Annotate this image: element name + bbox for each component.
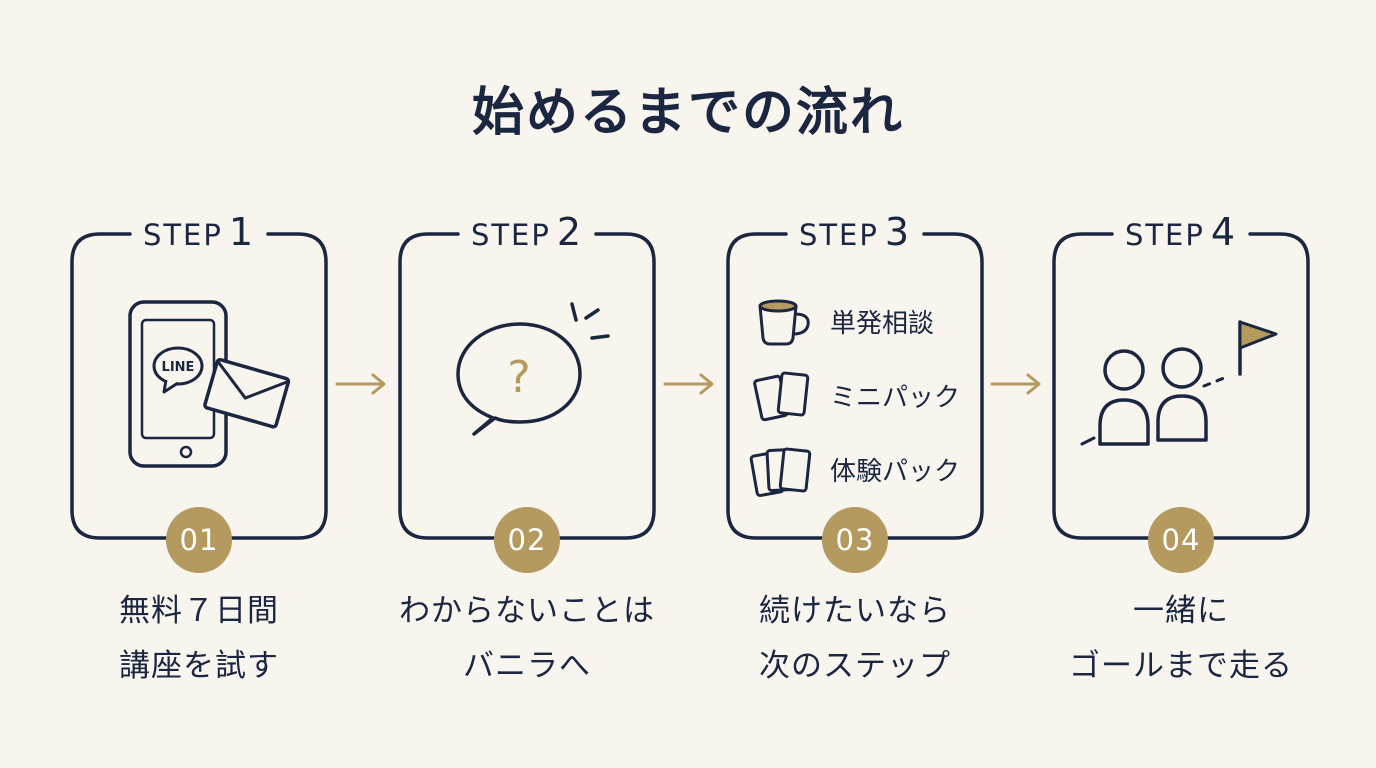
step-number-badge: 02 bbox=[494, 507, 560, 573]
step-frame bbox=[1052, 232, 1310, 540]
plan-option-list: 単発相談 ミニパック 体験パック bbox=[748, 292, 978, 514]
step-caption-2: わからないことは バニラへ bbox=[399, 593, 655, 684]
question-mark: ? bbox=[507, 352, 530, 403]
card-stack-icon bbox=[749, 447, 812, 497]
step-number-badge: 01 bbox=[166, 507, 232, 573]
goal-flag-icon bbox=[1238, 320, 1278, 376]
coffee-cup-icon bbox=[758, 299, 810, 346]
line-bubble-icon: LINE bbox=[152, 346, 204, 394]
two-cards-icon bbox=[753, 371, 810, 422]
envelope-icon bbox=[203, 357, 291, 429]
step-number-badge: 04 bbox=[1148, 507, 1214, 573]
option-item-mini-pack: ミニパック bbox=[748, 366, 978, 440]
step-frame: LINE bbox=[70, 232, 328, 540]
page-title: 始めるまでの流れ bbox=[471, 83, 904, 143]
step-frame: ? bbox=[398, 232, 656, 540]
arrow-right-icon bbox=[335, 373, 386, 395]
option-item-trial-pack: 体験パック bbox=[748, 440, 978, 514]
step-number-badge: 03 bbox=[822, 507, 888, 573]
step-caption-3: 続けたいなら 次のステップ bbox=[759, 593, 951, 684]
step-frame bbox=[726, 232, 984, 540]
step-caption-1: 無料７日間 講座を試す bbox=[119, 593, 279, 684]
two-people-icon bbox=[1080, 347, 1226, 446]
arrow-right-icon bbox=[663, 373, 714, 395]
step-caption-4: 一緒に ゴールまで走る bbox=[1069, 593, 1293, 684]
arrow-right-icon bbox=[990, 373, 1041, 395]
line-label: LINE bbox=[162, 360, 195, 375]
question-speech-bubble-icon: ? bbox=[456, 302, 610, 436]
option-item-single-consult: 単発相談 bbox=[748, 292, 978, 366]
